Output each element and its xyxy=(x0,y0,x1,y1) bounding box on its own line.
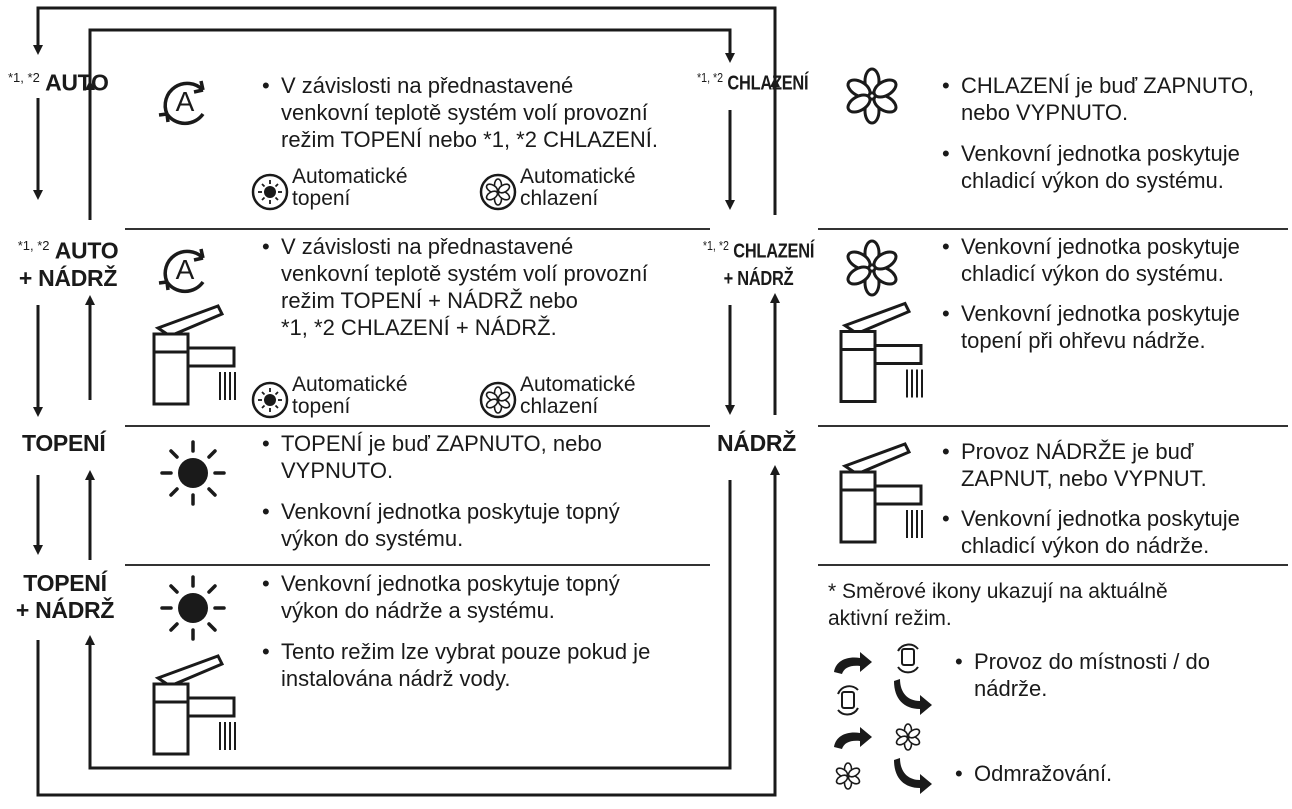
note-defrost: • Odmražování. xyxy=(955,760,1285,787)
svg-text:A: A xyxy=(176,86,195,117)
mode-name-line2: + NÁDRŽ xyxy=(15,597,115,623)
mode-name: CHLAZENÍ xyxy=(727,72,809,95)
bullet-marker: • xyxy=(262,73,270,98)
bullet-marker: • xyxy=(262,431,270,456)
mode-label-auto-tank: *1, *2 AUTO + NÁDRŽ xyxy=(8,232,128,292)
description-cool-tank-2: • Venkovní jednotka poskytuje topení při… xyxy=(942,300,1287,354)
mode-name: AUTO xyxy=(54,237,119,264)
description-text: V závislosti na přednastavené venkovní t… xyxy=(281,234,648,340)
footnote-marker: *1, *2 xyxy=(697,70,724,85)
snowflake-icon xyxy=(846,67,898,125)
note-text: Provoz do místnosti / do nádrže. xyxy=(974,649,1210,701)
bullet-marker: • xyxy=(942,234,950,259)
description-tank-2: • Venkovní jednotka poskytuje chladicí v… xyxy=(942,505,1287,559)
auto-cool-icon xyxy=(479,381,517,419)
bullet-marker: • xyxy=(262,234,270,259)
auto-heat-label: Automatické topení xyxy=(292,165,408,210)
description-heat-tank-2: • Tento režim lze vybrat pouze pokud je … xyxy=(262,638,712,692)
row-divider xyxy=(818,228,1288,230)
auto-heat-label: Automatické topení xyxy=(292,373,408,418)
row-divider xyxy=(125,228,710,230)
description-cool-2: • Venkovní jednotka poskytuje chladicí v… xyxy=(942,140,1287,194)
faucet-icon xyxy=(152,304,236,406)
mode-name: CHLAZENÍ xyxy=(733,240,815,263)
direction-arrow-icon xyxy=(894,643,932,715)
defrost-icon xyxy=(894,723,932,794)
auto-cool-label: Automatické chlazení xyxy=(520,165,636,210)
description-text: Venkovní jednotka poskytuje chladicí výk… xyxy=(961,141,1240,193)
footnote-marker: *1, *2 xyxy=(17,238,50,253)
svg-text:A: A xyxy=(176,254,195,285)
bullet-marker: • xyxy=(942,301,950,326)
mode-name-line2: + NÁDRŽ xyxy=(723,267,794,290)
description-heat-tank-1: • Venkovní jednotka poskytuje topný výko… xyxy=(262,570,712,624)
footnote-marker: *1, *2 xyxy=(702,238,729,253)
description-auto: • V závislosti na přednastavené venkovní… xyxy=(262,72,702,153)
faucet-icon xyxy=(152,654,236,756)
direction-icons-note: * Směrové ikony ukazují na aktuálně akti… xyxy=(828,580,1168,630)
description-text: Venkovní jednotka poskytuje chladicí výk… xyxy=(961,506,1240,558)
mode-name: AUTO xyxy=(45,69,109,96)
mode-label-auto: *1, *2 AUTO xyxy=(8,64,109,97)
sun-icon xyxy=(160,440,226,506)
snowflake-icon xyxy=(846,239,898,297)
bullet-marker: • xyxy=(262,499,270,524)
faucet-icon xyxy=(839,301,923,403)
mode-name-line2: + NÁDRŽ xyxy=(18,264,118,291)
mode-label-cool: *1, *2 CHLAZENÍ xyxy=(697,64,809,98)
description-text: Venkovní jednotka poskytuje topný výkon … xyxy=(281,571,620,623)
row-divider xyxy=(125,425,710,427)
mode-label-heat-tank: TOPENÍ + NÁDRŽ xyxy=(10,570,120,624)
bullet-marker: • xyxy=(942,506,950,531)
description-cool-tank-1: • Venkovní jednotka poskytuje chladicí v… xyxy=(942,233,1287,287)
row-divider xyxy=(125,564,710,566)
bullet-marker: • xyxy=(942,141,950,166)
bullet-marker: • xyxy=(942,73,950,98)
auto-cool-icon xyxy=(479,173,517,211)
description-text: TOPENÍ je buď ZAPNUTO, nebo VYPNUTO. xyxy=(281,431,602,483)
bullet-marker: • xyxy=(942,439,950,464)
auto-mode-icon: A xyxy=(158,80,205,126)
auto-heat-icon xyxy=(251,173,289,211)
description-heat-1: • TOPENÍ je buď ZAPNUTO, nebo VYPNUTO. xyxy=(262,430,702,484)
auto-heat-icon xyxy=(251,381,289,419)
description-text: Provoz NÁDRŽE je buď ZAPNUT, nebo VYPNUT… xyxy=(961,439,1207,491)
auto-mode-icon: A xyxy=(158,248,205,294)
description-text: V závislosti na přednastavené venkovní t… xyxy=(281,73,658,152)
description-text: Venkovní jednotka poskytuje chladicí výk… xyxy=(961,234,1240,286)
bullet-marker: • xyxy=(955,761,963,786)
bullet-marker: • xyxy=(262,639,270,664)
description-text: Tento režim lze vybrat pouze pokud je in… xyxy=(281,639,651,691)
mode-label-heat: TOPENÍ xyxy=(22,430,106,456)
description-text: Venkovní jednotka poskytuje topný výkon … xyxy=(281,499,620,551)
auto-cool-label: Automatické chlazení xyxy=(520,373,636,418)
mode-label-tank: NÁDRŽ xyxy=(717,430,796,456)
mode-name: TOPENÍ xyxy=(23,570,107,596)
footnote-marker: *1, *2 xyxy=(8,70,40,85)
direction-arrow-icon xyxy=(834,652,872,716)
mode-label-cool-tank: *1, *2 CHLAZENÍ + NÁDRŽ xyxy=(697,232,820,293)
row-divider xyxy=(818,564,1288,566)
note-room-tank: • Provoz do místnosti / do nádrže. xyxy=(955,648,1285,702)
faucet-icon xyxy=(839,442,923,544)
description-text: CHLAZENÍ je buď ZAPNUTO, nebo VYPNUTO. xyxy=(961,73,1255,125)
description-text: Venkovní jednotka poskytuje topení při o… xyxy=(961,301,1240,353)
description-cool-1: • CHLAZENÍ je buď ZAPNUTO, nebo VYPNUTO. xyxy=(942,72,1287,126)
description-auto-tank: • V závislosti na přednastavené venkovní… xyxy=(262,233,702,341)
description-tank-1: • Provoz NÁDRŽE je buď ZAPNUT, nebo VYPN… xyxy=(942,438,1287,492)
note-text: Odmražování. xyxy=(974,761,1113,786)
bullet-marker: • xyxy=(262,571,270,596)
bullet-marker: • xyxy=(955,649,963,674)
sun-icon xyxy=(160,575,226,641)
description-heat-2: • Venkovní jednotka poskytuje topný výko… xyxy=(262,498,702,552)
defrost-icon xyxy=(834,727,872,790)
row-divider xyxy=(818,425,1288,427)
